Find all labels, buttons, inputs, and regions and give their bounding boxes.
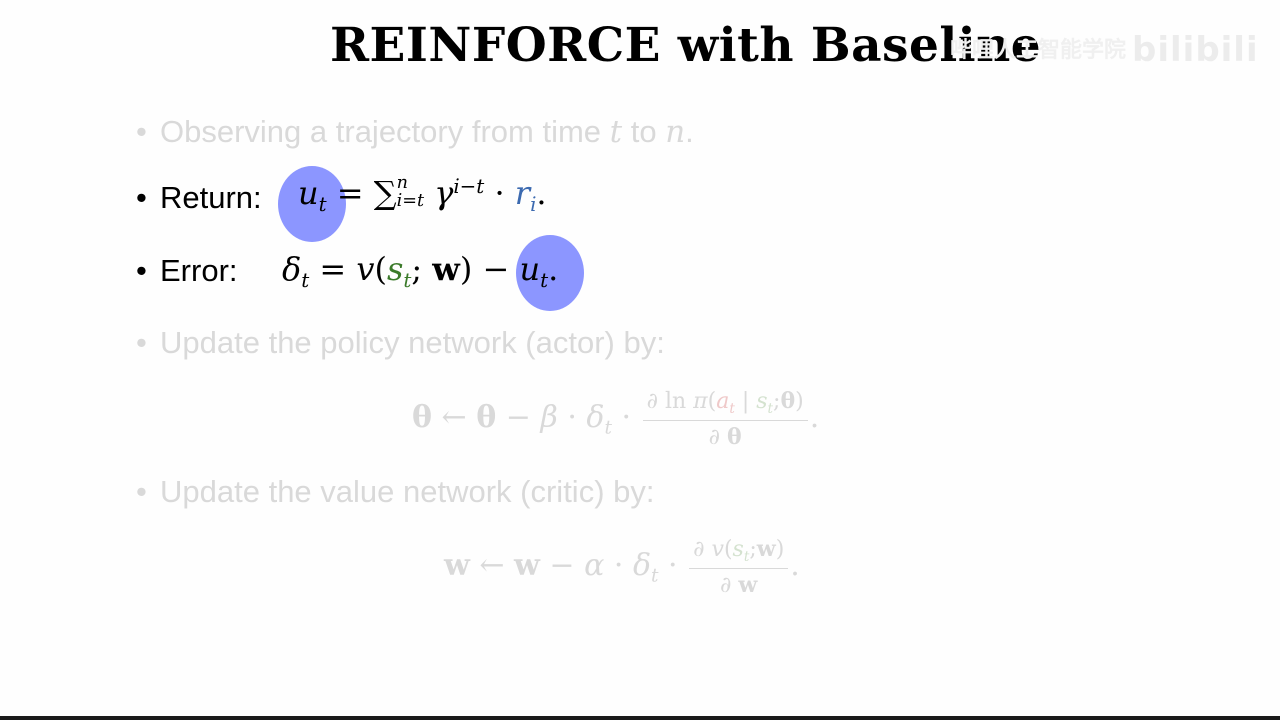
watermark-logo: bilibili [1132, 30, 1259, 70]
bottom-bar [0, 716, 1280, 720]
bullet-dot-icon: • [136, 114, 147, 149]
error-formula: δt = v(st; w) − ut. [282, 250, 559, 292]
math-n: n [665, 114, 686, 150]
bullet-critic-update: • Update the value network (critic) by: [136, 474, 655, 510]
watermark-text: 哔哩人工智能学院 [950, 38, 1127, 63]
bullet-trajectory-text: Observing a trajectory from time [160, 114, 610, 149]
critic-update-formula: w ← w − α · δt · ∂ v(st;w)∂ w. [444, 536, 800, 598]
bullet-trajectory: • Observing a trajectory from time t to n… [136, 114, 694, 150]
highlight-circle-return [278, 166, 346, 242]
bullet-error: • Error: [136, 253, 238, 289]
slide-title: REINFORCE with Baseline [330, 18, 1042, 73]
bullet-dot-icon: • [136, 253, 147, 288]
bullet-dot-icon: • [136, 325, 147, 360]
bullet-error-label: Error: [160, 253, 238, 288]
bullet-trajectory-to: to [622, 114, 666, 149]
bullet-return-label: Return: [160, 180, 262, 215]
bullet-dot-icon: • [136, 474, 147, 509]
bullet-trajectory-end: . [685, 114, 694, 149]
bullet-critic-text: Update the value network (critic) by: [160, 474, 655, 509]
math-t: t [609, 114, 623, 150]
actor-update-formula: θ ← θ − β · δt · ∂ ln π(at | st;θ)∂ θ. [412, 388, 820, 450]
bullet-dot-icon: • [136, 180, 147, 215]
bullet-actor-text: Update the policy network (actor) by: [160, 325, 665, 360]
bullet-return: • Return: [136, 180, 262, 216]
highlight-circle-error [516, 235, 584, 311]
bullet-actor-update: • Update the policy network (actor) by: [136, 325, 665, 361]
